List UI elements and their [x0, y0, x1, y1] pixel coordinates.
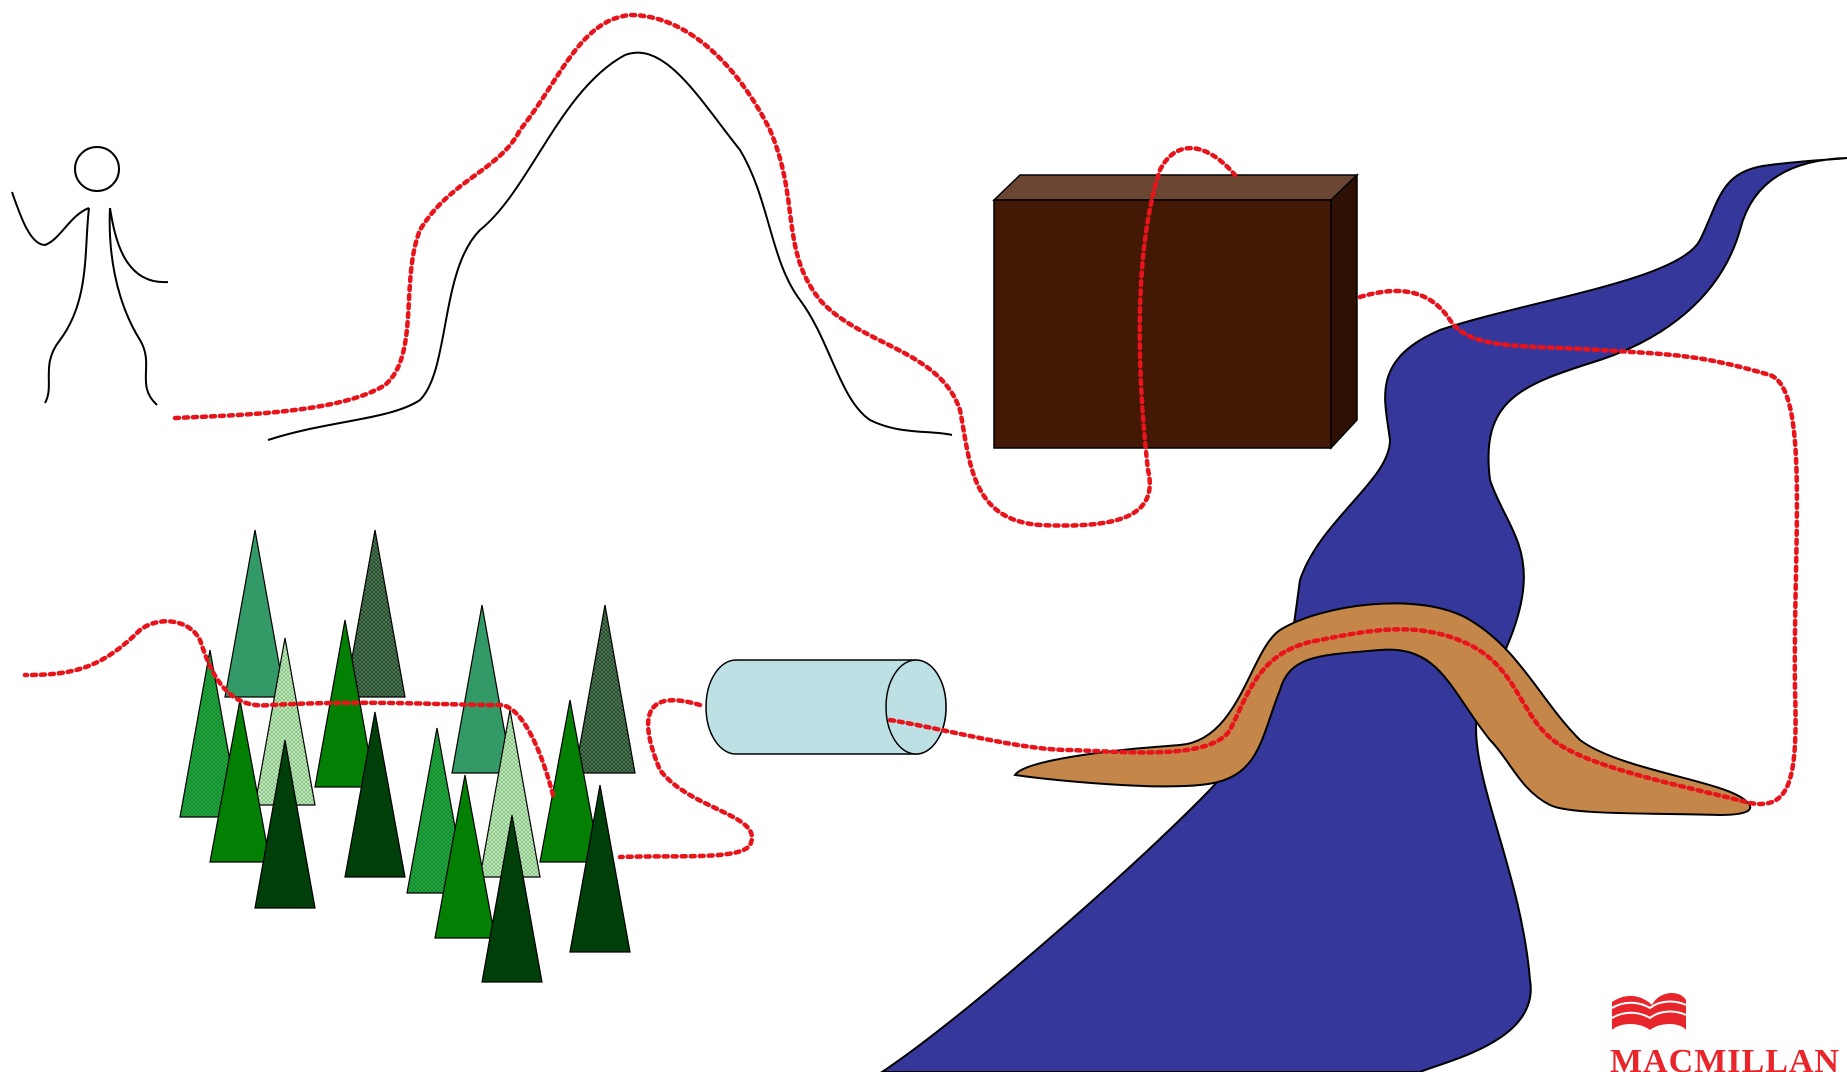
tunnel-icon: [706, 660, 946, 754]
tree-icon: [225, 530, 285, 697]
macmillan-logo-icon: [1612, 993, 1686, 1030]
mountain-icon: [268, 53, 952, 440]
box-icon: [994, 175, 1357, 448]
person-icon: [12, 147, 168, 405]
tree-icon: [575, 605, 635, 773]
forest: [180, 530, 635, 982]
macmillan-logo-text: MACMILLAN: [1610, 1043, 1840, 1072]
